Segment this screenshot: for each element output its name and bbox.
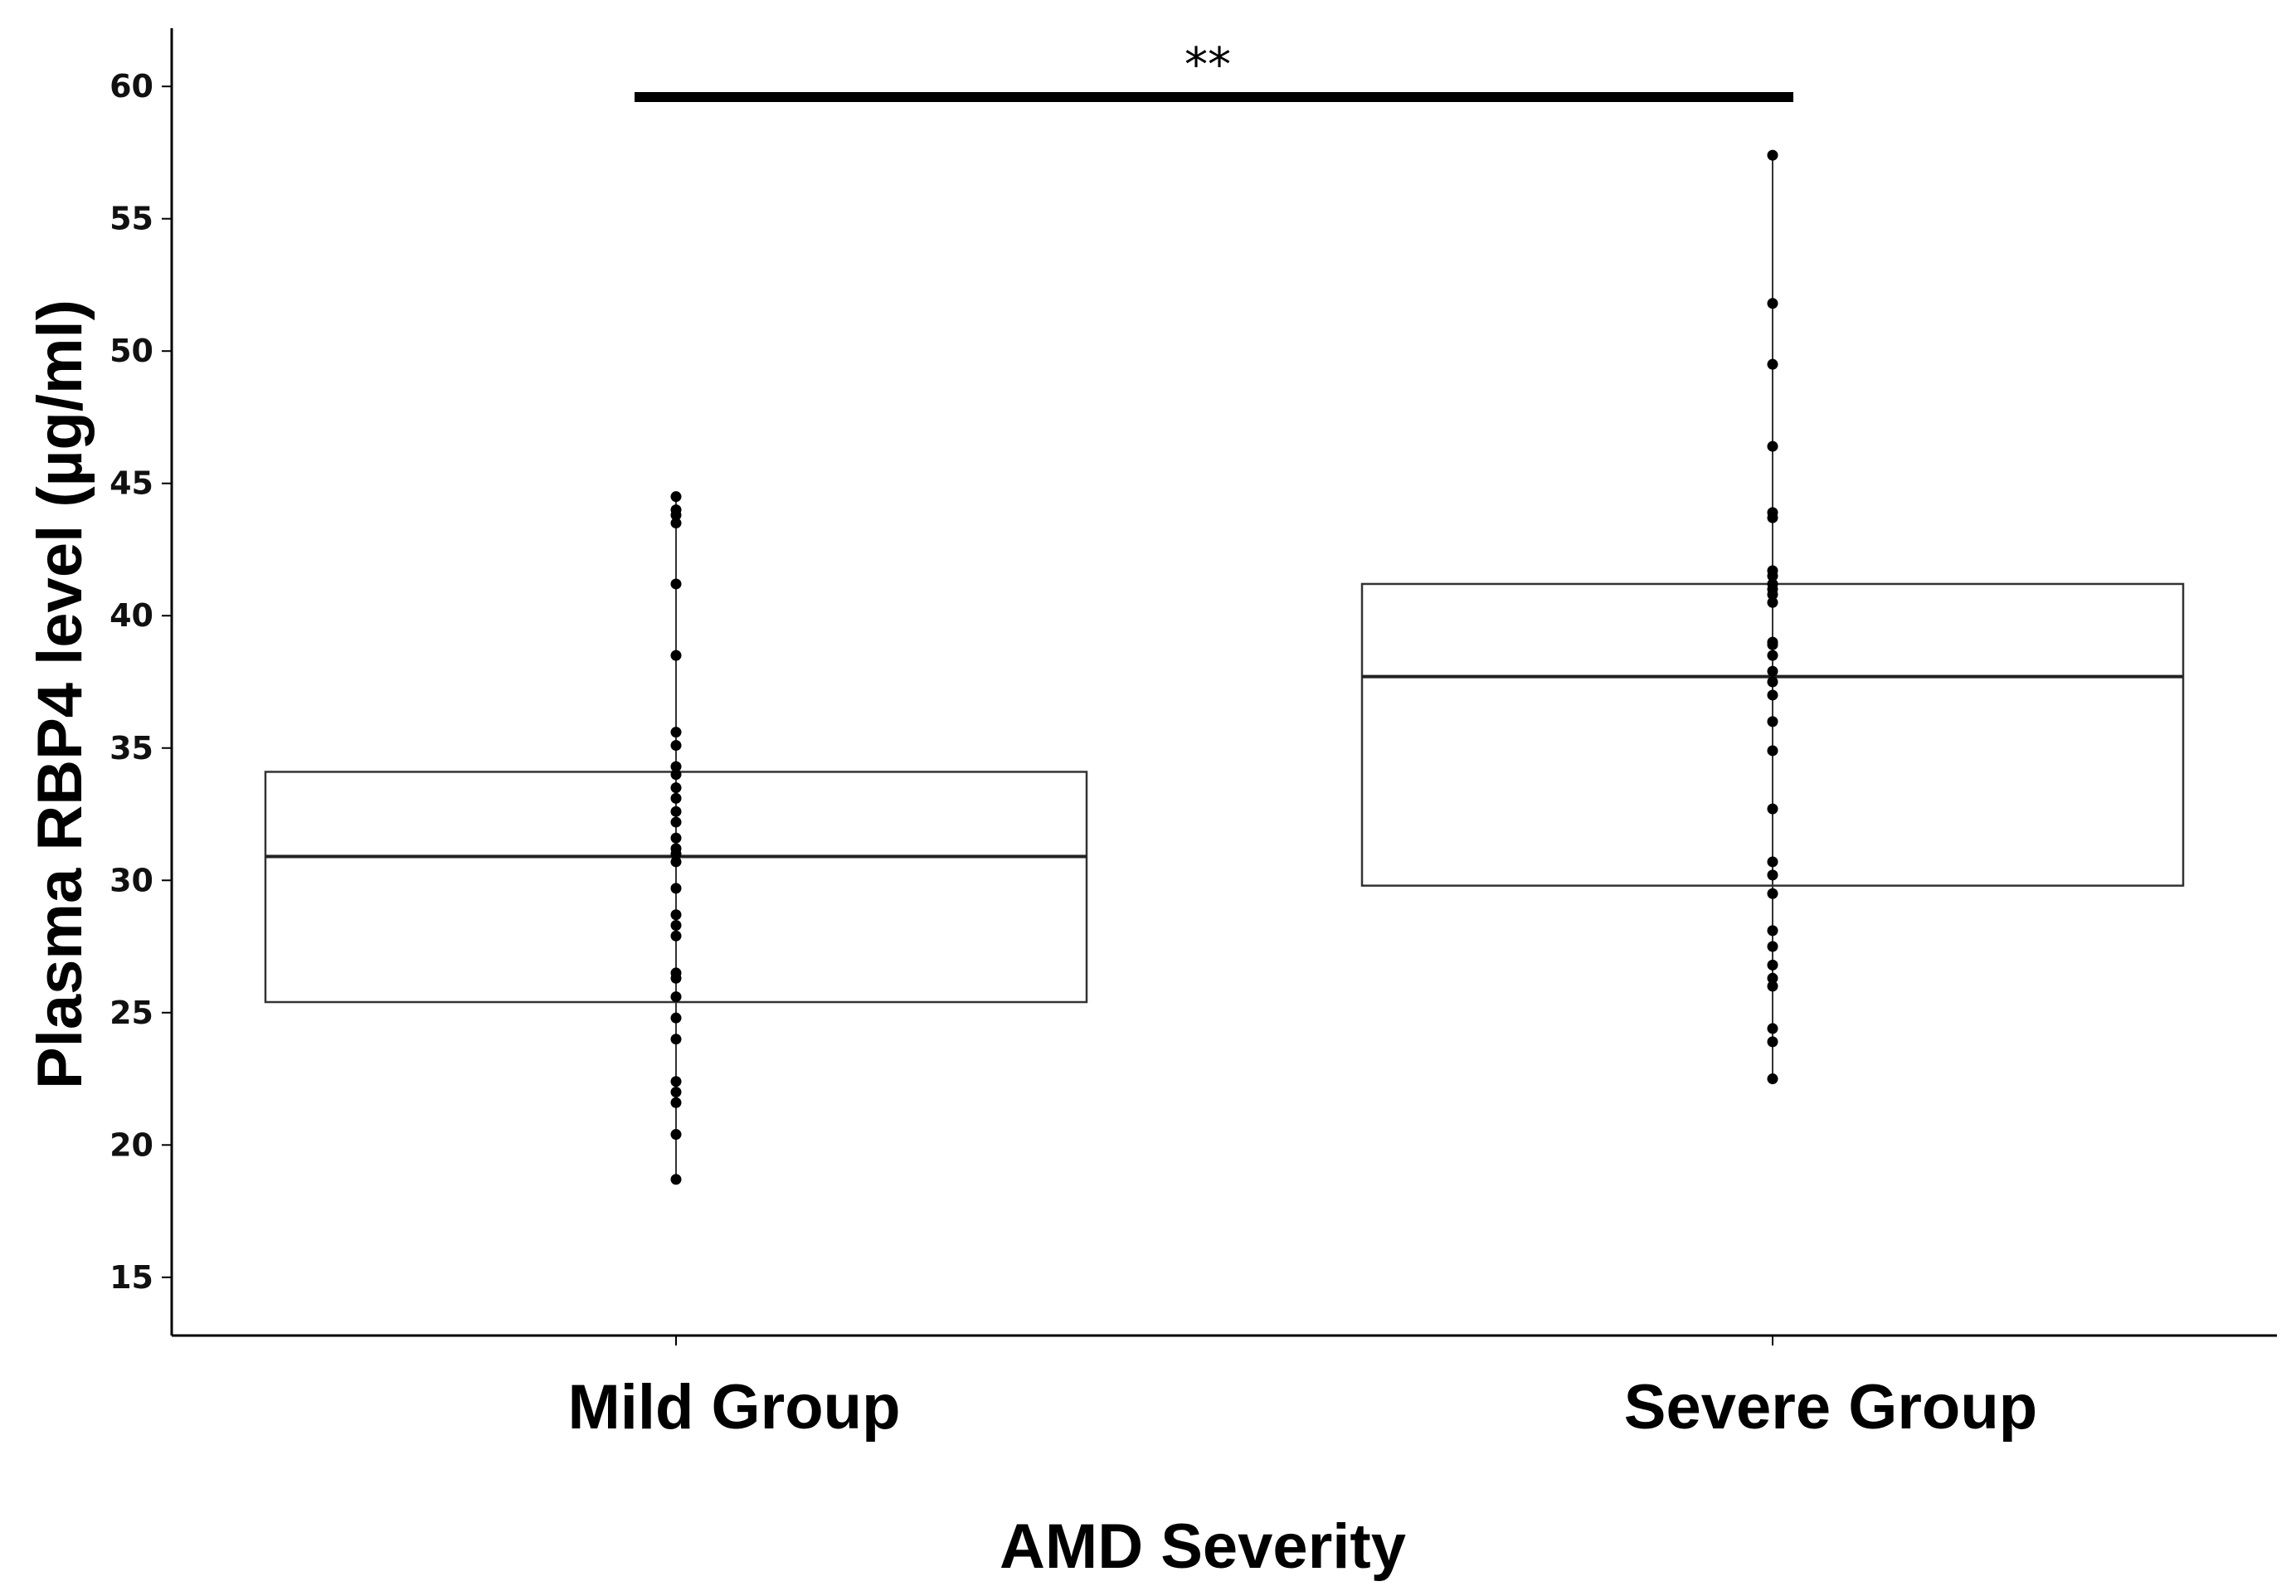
data-point [1767, 959, 1778, 971]
data-point [670, 518, 682, 529]
data-point [670, 909, 682, 921]
data-point [1767, 665, 1778, 677]
data-point [670, 1034, 682, 1045]
data-point [1767, 358, 1778, 370]
data-point [670, 504, 682, 516]
y-tick-label: 55 [109, 201, 153, 237]
y-tick-label: 60 [109, 68, 153, 105]
data-point [1767, 925, 1778, 937]
data-point [1767, 596, 1778, 608]
data-point [1767, 578, 1778, 590]
data-point [670, 805, 682, 817]
y-tick-label: 30 [109, 862, 153, 898]
data-point [1767, 565, 1778, 577]
y-tick-label: 35 [109, 730, 153, 766]
data-point [1767, 676, 1778, 688]
data-point [670, 991, 682, 1003]
y-tick-label: 45 [109, 465, 153, 502]
data-point [1767, 972, 1778, 984]
data-point [1767, 298, 1778, 309]
data-point [670, 578, 682, 590]
data-point [1767, 941, 1778, 952]
data-point [670, 1129, 682, 1141]
data-point [1767, 507, 1778, 518]
y-ticks: 15 20 25 30 35 40 45 50 55 60 [109, 68, 172, 1296]
data-point [670, 1012, 682, 1024]
data-point [670, 727, 682, 738]
data-point [670, 832, 682, 844]
data-point [1767, 440, 1778, 452]
data-point [670, 782, 682, 794]
data-point [670, 769, 682, 781]
data-point [670, 967, 682, 979]
boxes [264, 155, 2185, 1180]
data-point [670, 650, 682, 661]
data-point [1767, 1023, 1778, 1034]
data-point [670, 883, 682, 894]
data-point [1767, 149, 1778, 161]
data-point [1767, 888, 1778, 899]
data-point [1767, 980, 1778, 992]
data-point [670, 1097, 682, 1108]
data-point [1767, 1073, 1778, 1085]
data-point [1767, 636, 1778, 648]
y-tick-label: 50 [109, 333, 153, 369]
data-point [670, 856, 682, 868]
axes [170, 28, 2277, 1337]
x-tick-label: Mild Group [567, 1372, 900, 1443]
significance-annotation: ** [635, 38, 1793, 102]
data-point [670, 816, 682, 828]
x-axis-title: AMD Severity [1000, 1511, 1406, 1582]
data-point [670, 920, 682, 932]
data-point [670, 843, 682, 854]
data-point [670, 491, 682, 503]
y-tick-label: 40 [109, 597, 153, 634]
data-point [670, 761, 682, 772]
y-tick-label: 20 [109, 1126, 153, 1163]
data-point [670, 740, 682, 752]
data-point [1767, 1036, 1778, 1048]
data-point [1767, 856, 1778, 868]
x-ticks: Mild Group Severe Group [567, 1336, 2037, 1443]
data-point [670, 1086, 682, 1097]
y-tick-label: 15 [109, 1259, 153, 1296]
data-points [670, 149, 1778, 1185]
data-point [670, 1076, 682, 1088]
data-point [1767, 869, 1778, 881]
data-point [1767, 650, 1778, 661]
x-tick-label: Severe Group [1624, 1372, 2037, 1443]
data-point [1767, 803, 1778, 815]
y-axis-title: Plasma RBP4 level (µg/ml) [25, 299, 95, 1089]
data-point [1767, 689, 1778, 701]
significance-label: ** [1184, 38, 1231, 92]
data-point [1767, 716, 1778, 727]
y-tick-label: 25 [109, 995, 153, 1031]
data-point [670, 1174, 682, 1185]
data-point [1767, 745, 1778, 757]
data-point [670, 930, 682, 942]
data-point [670, 792, 682, 804]
